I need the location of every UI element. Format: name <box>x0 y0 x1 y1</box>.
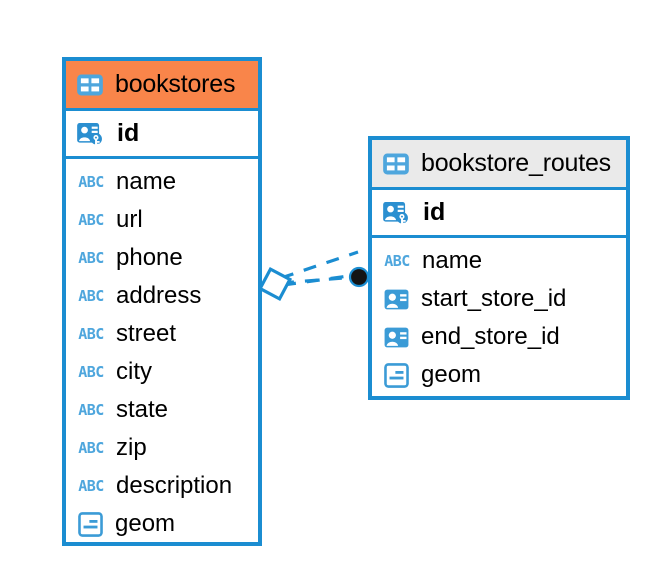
foreign-key-icon <box>383 324 410 351</box>
field-name: id <box>423 198 446 226</box>
field-name: description <box>116 472 233 499</box>
geometry-type-icon <box>77 511 104 538</box>
filled-circle-marker <box>348 266 370 288</box>
field-name: name <box>422 247 483 274</box>
field-row-geom[interactable]: geom <box>66 505 258 543</box>
primary-key-icon <box>76 119 106 149</box>
entity-title: bookstore_routes <box>421 149 611 177</box>
text-type-icon: ABC <box>384 251 410 270</box>
field-row-name[interactable]: ABC name <box>372 242 626 280</box>
field-name: zip <box>116 434 147 461</box>
entity-bookstore-routes[interactable]: bookstore_routes <box>368 136 630 400</box>
field-name: id <box>117 119 140 147</box>
entity-title: bookstores <box>115 70 236 98</box>
field-name: geom <box>421 361 482 388</box>
field-row-url[interactable]: ABC url <box>66 201 258 239</box>
text-type-icon: ABC <box>78 210 104 229</box>
field-row-geom[interactable]: geom <box>372 356 626 394</box>
field-row-street[interactable]: ABC street <box>66 315 258 353</box>
text-type-icon: ABC <box>78 248 104 267</box>
diamond-marker <box>257 266 293 302</box>
field-name: state <box>116 396 169 423</box>
field-row-primary-key[interactable]: id <box>372 190 626 238</box>
field-row-start-store-id[interactable]: start_store_id <box>372 280 626 318</box>
relationship-line-middle <box>282 273 357 287</box>
field-name: start_store_id <box>421 285 567 312</box>
text-type-icon: ABC <box>78 476 104 495</box>
field-row-address[interactable]: ABC address <box>66 277 258 315</box>
table-icon <box>382 150 410 178</box>
field-name: city <box>116 358 152 385</box>
entity-bookstores[interactable]: bookstores <box>62 57 262 546</box>
relationship-line-lower <box>280 275 357 285</box>
field-row-end-store-id[interactable]: end_store_id <box>372 318 626 356</box>
text-type-icon: ABC <box>78 172 104 191</box>
primary-key-icon <box>382 198 412 228</box>
geometry-type-icon <box>383 362 410 389</box>
text-type-icon: ABC <box>78 438 104 457</box>
field-row-name[interactable]: ABC name <box>66 163 258 201</box>
field-name: geom <box>115 510 176 537</box>
entity-header-bookstores[interactable]: bookstores <box>66 61 258 111</box>
field-name: address <box>116 282 202 309</box>
field-name: name <box>116 168 177 195</box>
field-row-primary-key[interactable]: id <box>66 111 258 159</box>
text-type-icon: ABC <box>78 324 104 343</box>
field-name: phone <box>116 244 183 271</box>
field-name: url <box>116 206 143 233</box>
field-row-phone[interactable]: ABC phone <box>66 239 258 277</box>
field-row-state[interactable]: ABC state <box>66 391 258 429</box>
text-type-icon: ABC <box>78 286 104 305</box>
field-list-bookstores: ABC name ABC url ABC phone ABC <box>66 159 258 549</box>
foreign-key-icon <box>383 286 410 313</box>
field-row-zip[interactable]: ABC zip <box>66 429 258 467</box>
field-name: end_store_id <box>421 323 560 350</box>
field-name: street <box>116 320 177 347</box>
table-icon <box>76 71 104 99</box>
text-type-icon: ABC <box>78 362 104 381</box>
field-row-city[interactable]: ABC city <box>66 353 258 391</box>
text-type-icon: ABC <box>78 400 104 419</box>
relationship-line-upper <box>280 250 359 280</box>
entity-header-bookstore-routes[interactable]: bookstore_routes <box>372 140 626 190</box>
field-list-bookstore-routes: ABC name start_store_id <box>372 238 626 400</box>
field-row-description[interactable]: ABC description <box>66 467 258 505</box>
